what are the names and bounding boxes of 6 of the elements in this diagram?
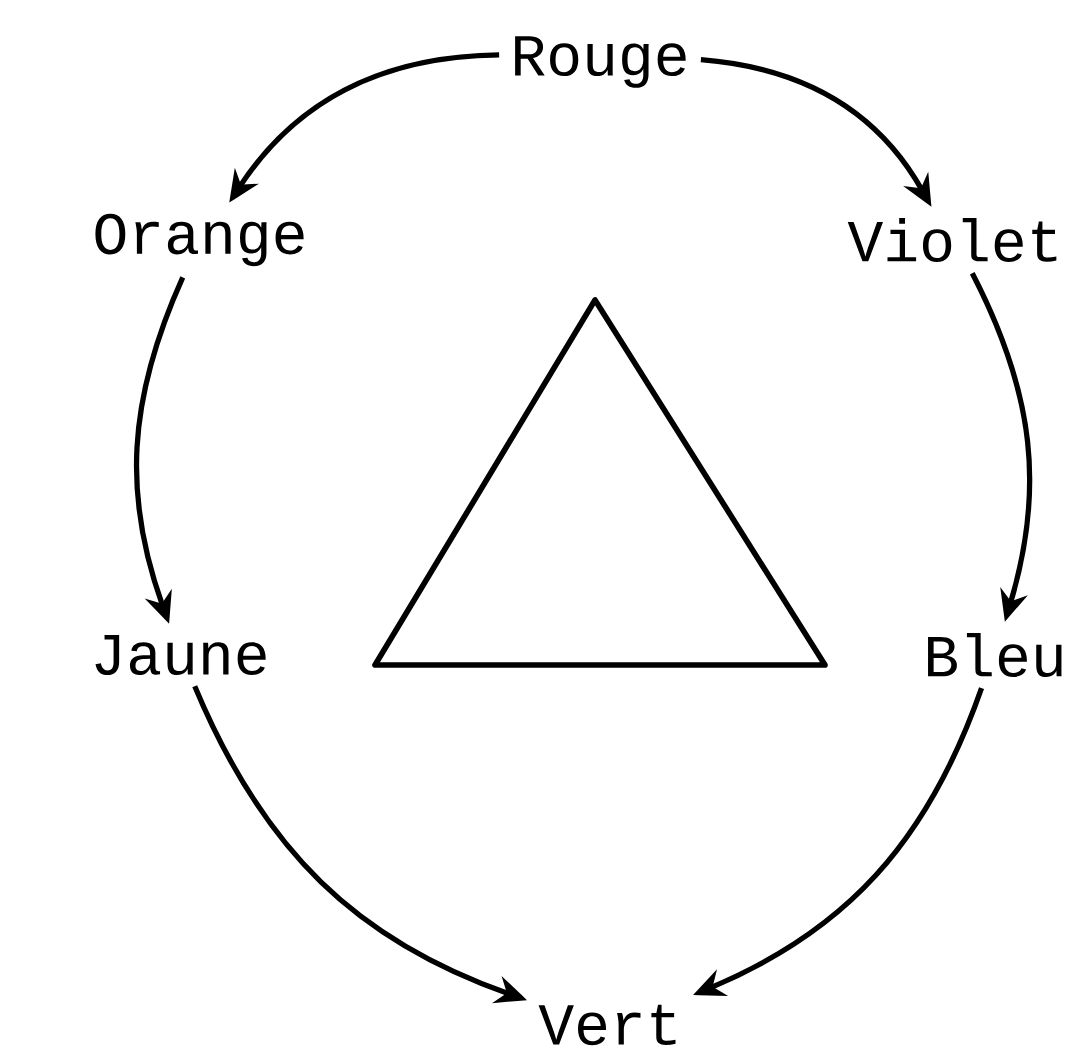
- color-label: Jaune: [95, 635, 266, 675]
- color-label: Violet: [847, 218, 1057, 262]
- color-label: Bleu: [928, 633, 1062, 677]
- color-label: Rouge: [515, 36, 686, 88]
- color-label: Vert: [538, 1004, 676, 1046]
- color-label: Orange: [95, 213, 304, 267]
